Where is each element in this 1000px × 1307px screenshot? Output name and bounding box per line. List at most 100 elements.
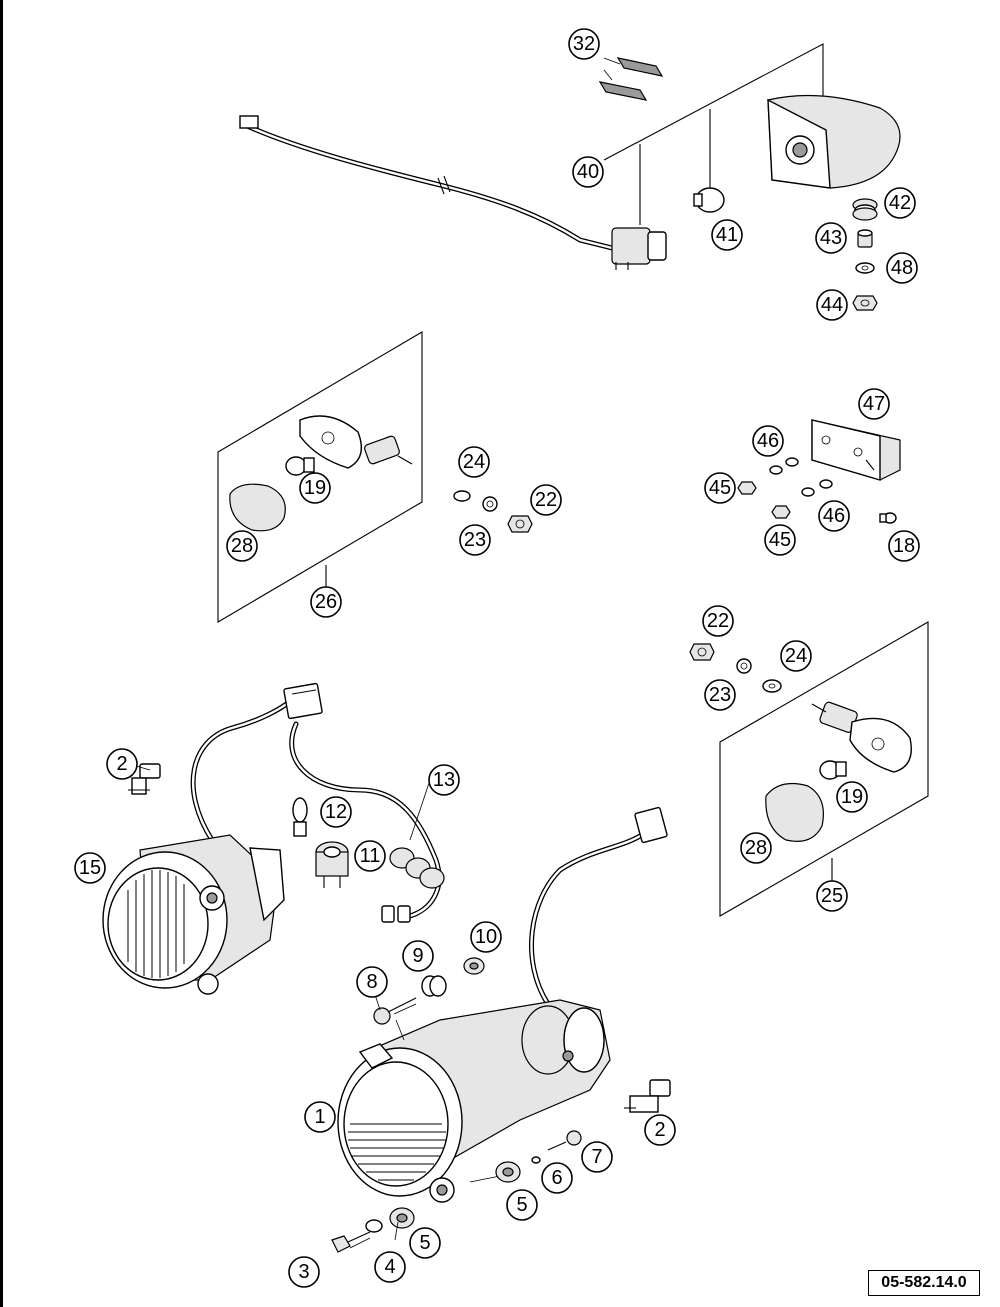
svg-text:47: 47 [863, 393, 885, 415]
svg-text:19: 19 [841, 786, 863, 808]
svg-text:42: 42 [889, 192, 911, 214]
tail-light-assembly [239, 43, 901, 311]
washer-46a [769, 465, 783, 475]
cable-connector [239, 115, 259, 129]
parking-light-bulb [292, 797, 308, 837]
svg-text:46: 46 [823, 505, 845, 527]
callout-32: 32 [568, 28, 600, 60]
callout-11: 11 [354, 840, 386, 872]
svg-text:9: 9 [412, 945, 423, 967]
adjusting-nut [463, 957, 485, 975]
washer-6 [531, 1156, 541, 1164]
callout-18: 18 [888, 530, 920, 562]
svg-text:48: 48 [891, 257, 913, 279]
svg-text:18: 18 [893, 535, 915, 557]
turn-signal-rear-assembly [689, 621, 929, 917]
spade-terminals [381, 905, 411, 923]
callout-6: 6 [541, 1162, 573, 1194]
callout-25: 25 [816, 880, 848, 912]
svg-text:46: 46 [757, 430, 779, 452]
svg-text:45: 45 [769, 529, 791, 551]
nut-22b [689, 643, 715, 661]
turn-signal-bulb [285, 456, 315, 476]
washer-24a [453, 490, 471, 502]
callout-15: 15 [74, 852, 106, 884]
license-plate-light [737, 419, 901, 524]
hex-nut [852, 295, 878, 311]
callout-2-left: 2 [106, 748, 138, 780]
callout-5-lower: 5 [409, 1227, 441, 1259]
svg-text:28: 28 [745, 837, 767, 859]
svg-text:12: 12 [325, 801, 347, 823]
callout-8: 8 [356, 966, 388, 998]
bulb-socket [611, 227, 667, 270]
washer-4 [365, 1219, 383, 1233]
svg-text:6: 6 [551, 1167, 562, 1189]
callout-43: 43 [815, 222, 847, 254]
callout-24-front: 24 [458, 446, 490, 478]
callout-19-rear: 19 [836, 781, 868, 813]
harness-connector [283, 682, 323, 720]
lock-washer-23b [736, 658, 752, 674]
svg-text:41: 41 [716, 224, 738, 246]
callout-10: 10 [470, 921, 502, 953]
callout-24-rear: 24 [780, 640, 812, 672]
reflector-sticker-upper [616, 57, 664, 77]
callout-5-upper: 5 [506, 1189, 538, 1221]
rubber-bush [421, 975, 447, 997]
rubber-grommet [852, 198, 878, 221]
svg-text:13: 13 [433, 769, 455, 791]
spacer-bushing [857, 229, 873, 248]
svg-text:3: 3 [298, 1261, 309, 1283]
auxiliary-headlight [102, 834, 285, 995]
turn-signal-lens-rear [765, 783, 824, 842]
reflector-sticker-lower [598, 81, 648, 101]
svg-text:10: 10 [475, 926, 497, 948]
callout-45-upper: 45 [704, 472, 736, 504]
callout-45-lower: 45 [764, 524, 796, 556]
callout-47: 47 [858, 388, 890, 420]
plate-light-bulb [879, 512, 897, 524]
washer [855, 262, 875, 274]
svg-text:22: 22 [707, 610, 729, 632]
callout-44: 44 [816, 289, 848, 321]
svg-text:5: 5 [419, 1232, 430, 1254]
turn-signal-bulb-rear [819, 760, 847, 780]
callout-9: 9 [402, 940, 434, 972]
callout-40: 40 [572, 156, 604, 188]
adjusting-screw [373, 997, 417, 1025]
svg-text:24: 24 [463, 451, 485, 473]
page-left-border [0, 0, 3, 1307]
headlight-bulb-left [128, 763, 161, 795]
callout-23-rear: 23 [704, 679, 736, 711]
callout-4: 4 [374, 1251, 406, 1283]
rubber-mount-5a [495, 1161, 521, 1183]
svg-text:5: 5 [516, 1194, 527, 1216]
harness-connector-2 [634, 806, 668, 844]
svg-text:2: 2 [654, 1119, 665, 1141]
svg-text:8: 8 [366, 971, 377, 993]
nut-45b [771, 505, 791, 519]
drawing-number: 05-582.14.0 [868, 1270, 980, 1296]
callout-46-upper: 46 [752, 425, 784, 457]
tail-light-housing [767, 94, 901, 189]
callout-41: 41 [711, 219, 743, 251]
headlight-wiring-harness [190, 682, 668, 1007]
callout-1: 1 [304, 1101, 336, 1133]
callout-26: 26 [310, 586, 342, 618]
callout-28-rear: 28 [740, 832, 772, 864]
lock-washer-23a [482, 496, 498, 512]
tail-light-bulb [693, 187, 725, 213]
callout-7: 7 [581, 1141, 613, 1173]
svg-text:1: 1 [314, 1106, 325, 1128]
svg-text:24: 24 [785, 645, 807, 667]
rubber-mount-5b [389, 1207, 415, 1229]
callout-19-front: 19 [299, 472, 331, 504]
callout-22-rear: 22 [702, 605, 734, 637]
bulb-holder-socket [315, 841, 349, 888]
cable-grommet [389, 847, 445, 889]
svg-text:23: 23 [464, 529, 486, 551]
svg-text:43: 43 [820, 227, 842, 249]
svg-text:40: 40 [577, 161, 599, 183]
